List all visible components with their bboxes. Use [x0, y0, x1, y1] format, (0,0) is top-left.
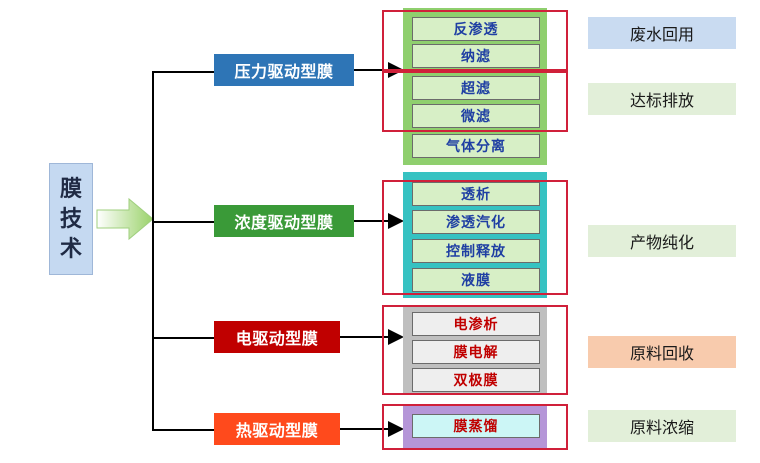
process-dialysis: 透析: [412, 182, 540, 206]
application-raw-material-concentration: 原料浓缩: [588, 410, 736, 442]
process-bipolar-membrane: 双极膜: [412, 368, 540, 392]
application-discharge-compliance: 达标排放: [588, 83, 736, 115]
big-arrow-icon: [96, 197, 154, 241]
process-nanofiltration: 纳滤: [412, 44, 540, 68]
process-liquid-membrane: 液膜: [412, 268, 540, 292]
root-char-1: 膜: [59, 176, 82, 202]
process-ultrafiltration: 超滤: [412, 76, 540, 100]
process-pervaporation: 渗透汽化: [412, 210, 540, 234]
category-thermal-driven: 热驱动型膜: [214, 413, 340, 445]
root-membrane-technology: 膜 技 术: [49, 163, 93, 275]
connector-trunk: [152, 72, 154, 430]
process-reverse-osmosis: 反渗透: [412, 17, 540, 41]
process-electrodialysis: 电渗析: [412, 312, 540, 336]
frame-product-purification: [382, 180, 568, 295]
process-controlled-release: 控制释放: [412, 239, 540, 263]
frame-wastewater-reuse: [382, 10, 568, 71]
connector-to-thermal: [152, 429, 214, 431]
process-microfiltration: 微滤: [412, 104, 540, 128]
category-pressure-driven: 压力驱动型膜: [214, 54, 354, 86]
application-raw-material-recovery: 原料回收: [588, 336, 736, 368]
frame-discharge-compliance: [382, 71, 568, 132]
process-gas-separation: 气体分离: [412, 134, 540, 158]
frame-raw-material-recovery: [382, 305, 568, 395]
frame-raw-material-concentration: [382, 404, 568, 450]
connector-to-concentration: [152, 221, 214, 223]
root-char-3: 术: [59, 236, 82, 262]
process-membrane-electrolysis: 膜电解: [412, 340, 540, 364]
connector-to-electric: [152, 337, 214, 339]
application-product-purification: 产物纯化: [588, 225, 736, 257]
process-membrane-distillation: 膜蒸馏: [412, 414, 540, 438]
application-wastewater-reuse: 废水回用: [588, 17, 736, 49]
connector-to-pressure: [152, 71, 214, 73]
root-char-2: 技: [59, 206, 82, 232]
category-electric-driven: 电驱动型膜: [214, 321, 340, 353]
category-concentration-driven: 浓度驱动型膜: [214, 205, 354, 237]
